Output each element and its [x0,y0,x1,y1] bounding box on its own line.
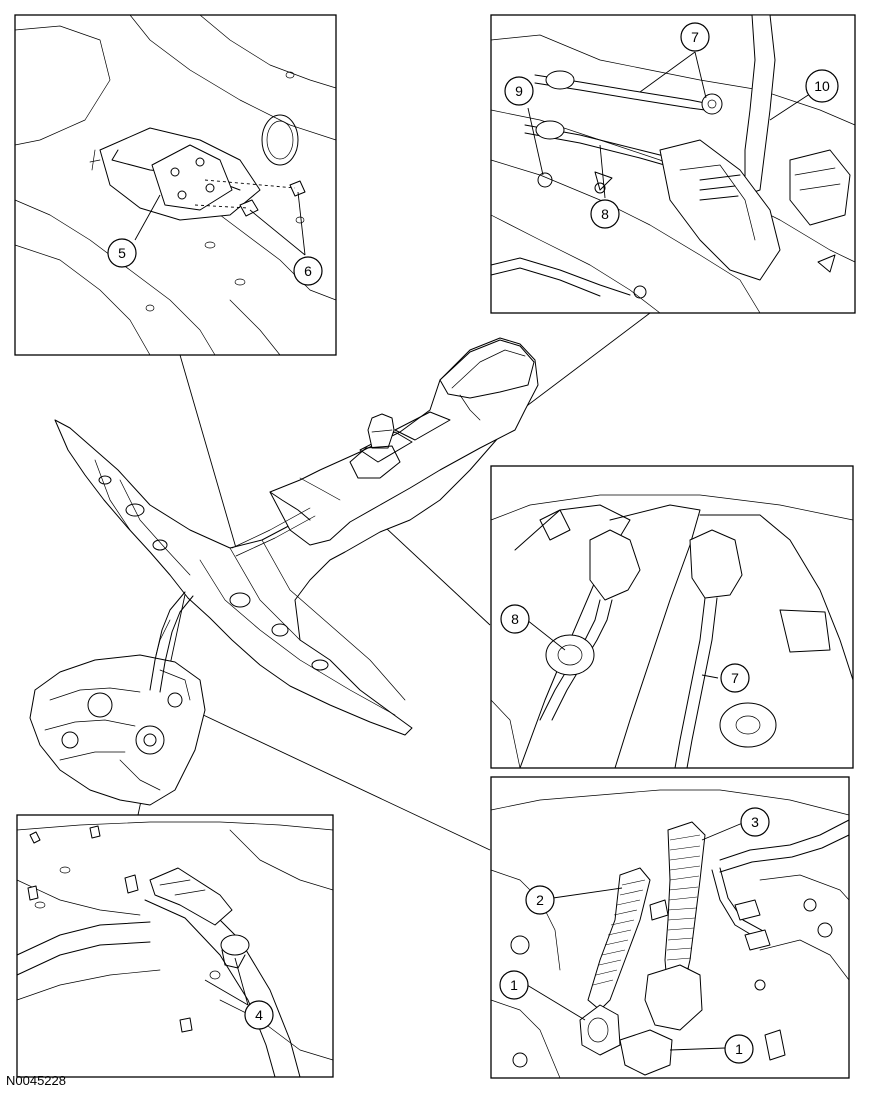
detail-panel-middle-right [490,465,854,769]
callout-5-label: 5 [118,245,126,261]
callout-7-middle: 7 [720,663,750,693]
callout-1-right-label: 1 [735,1041,743,1057]
detail-panel-top-left [14,14,337,356]
callout-10-label: 10 [814,78,830,94]
callout-4: 4 [244,1000,274,1030]
callout-6-label: 6 [304,263,312,279]
callout-7-top: 7 [680,22,710,52]
callout-7-middle-label: 7 [731,670,739,686]
callout-7-top-label: 7 [691,29,699,45]
detail-panel-bottom-left [16,814,334,1078]
detail-panel-top-right [490,14,856,314]
callout-1-left-label: 1 [510,977,518,993]
callout-2: 2 [525,885,555,915]
callout-2-label: 2 [536,892,544,908]
callout-8-middle-label: 8 [511,611,519,627]
callout-8-top: 8 [590,199,620,229]
callout-4-label: 4 [255,1007,263,1023]
callout-9: 9 [504,76,534,106]
callout-3-label: 3 [751,814,759,830]
callout-5: 5 [107,238,137,268]
callout-9-label: 9 [515,83,523,99]
callout-10: 10 [805,69,839,103]
callout-6: 6 [293,256,323,286]
callout-1-right: 1 [724,1034,754,1064]
main-assembly-illustration [29,337,539,806]
callout-8-middle: 8 [500,604,530,634]
figure-id-label: N0045228 [6,1073,66,1088]
detail-panel-bottom-right [490,776,850,1079]
callout-8-top-label: 8 [601,206,609,222]
callout-3: 3 [740,807,770,837]
callout-1-left: 1 [499,970,529,1000]
